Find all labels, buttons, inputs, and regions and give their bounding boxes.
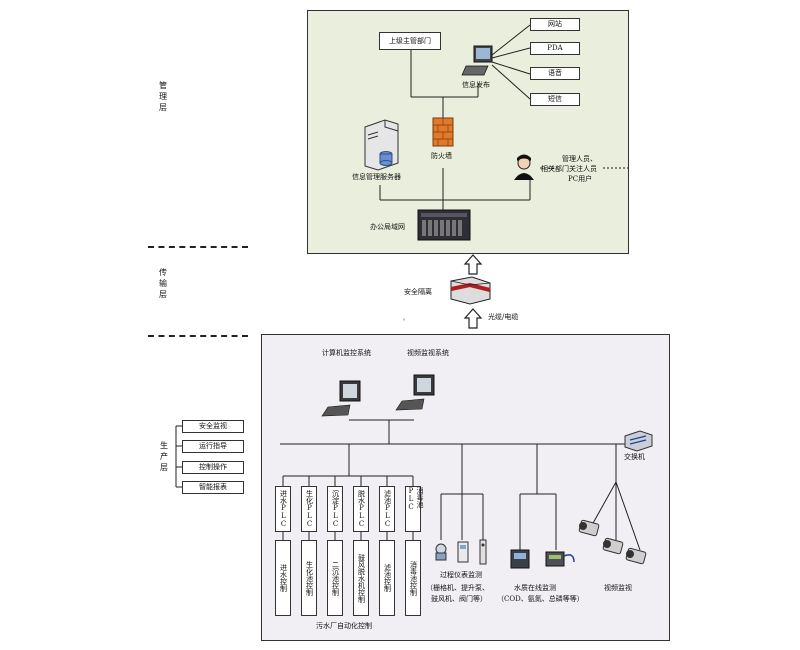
security-isolation-label: 安全隔离 bbox=[404, 288, 432, 296]
instrument-icon bbox=[435, 543, 447, 561]
computer-icon bbox=[461, 45, 493, 76]
firewall-icon bbox=[432, 117, 454, 147]
control-blower-dewatering: 鼓风脱水机控制 bbox=[353, 540, 369, 616]
connector-line bbox=[491, 64, 531, 100]
office-lan-label: 办公局域网 bbox=[370, 223, 405, 231]
switch-label: 交换机 bbox=[624, 453, 645, 461]
computer-monitoring-label: 计算机监控系统 bbox=[322, 349, 371, 357]
switch-icon bbox=[624, 430, 653, 452]
plc-dewatering: 脱水PLC bbox=[353, 486, 369, 532]
firewall-label: 防火墙 bbox=[431, 152, 452, 160]
connector-line bbox=[491, 24, 531, 56]
plc-filter: 滤池PLC bbox=[379, 486, 395, 532]
stray-mark: ' bbox=[403, 318, 405, 326]
control-inlet: 进水控制 bbox=[275, 540, 291, 616]
layer-separator bbox=[148, 246, 248, 248]
channel-pda: PDA bbox=[530, 42, 580, 55]
control-disinfection: 消毒池控制 bbox=[405, 540, 421, 616]
connector-line bbox=[491, 47, 531, 59]
analyzer-icon bbox=[510, 549, 530, 569]
plc-inlet: 进水PLC bbox=[275, 486, 291, 532]
connector-line bbox=[615, 481, 641, 551]
users-label-line3: PC用户 bbox=[568, 175, 593, 183]
control-secondary-clarifier: 二沉池控制 bbox=[327, 540, 343, 616]
layer-separator bbox=[148, 335, 248, 337]
connector-line bbox=[491, 61, 531, 75]
plc-sedimentation: 沉淀PLC bbox=[327, 486, 343, 532]
function-smart-report: 智能报表 bbox=[182, 481, 244, 494]
cable-label: 光缆/电缆 bbox=[488, 313, 519, 321]
production-layer-label: 生产层 bbox=[160, 441, 168, 472]
server-icon bbox=[364, 119, 399, 171]
control-filter: 滤池控制 bbox=[379, 540, 395, 616]
channel-voice: 语音 bbox=[530, 67, 580, 80]
function-safety-monitoring: 安全监视 bbox=[182, 420, 244, 433]
channel-sms: 短信 bbox=[530, 93, 580, 106]
water-quality-note: （COD、氨氮、总磷等等） bbox=[497, 595, 584, 603]
process-instruments-label: 过程仪表监测 bbox=[440, 571, 482, 579]
plant-automation-label: 污水厂自动化控制 bbox=[316, 622, 372, 630]
workstation-icon bbox=[321, 380, 361, 417]
camera-icon bbox=[625, 547, 647, 565]
control-biochemical-tank: 生化池控制 bbox=[301, 540, 317, 616]
video-monitoring-system-label: 视频监视系统 bbox=[407, 349, 449, 357]
info-server-label: 信息管理服务器 bbox=[352, 173, 401, 181]
users-label-line1: 管理人员、 bbox=[562, 155, 597, 163]
function-operation-guidance: 运行指导 bbox=[182, 440, 244, 453]
channel-website: 网站 bbox=[530, 18, 580, 31]
lan-switch-icon bbox=[417, 209, 471, 241]
process-instruments-note1: （栅格机、提升泵、 bbox=[426, 584, 489, 592]
process-instruments-note2: 鼓风机、阀门等） bbox=[431, 595, 487, 603]
info-publish-label: 信息发布 bbox=[462, 81, 490, 89]
up-arrow-icon bbox=[463, 254, 483, 275]
isolation-device-icon bbox=[450, 276, 491, 305]
water-quality-label: 水质在线监测 bbox=[514, 584, 556, 592]
up-arrow-icon bbox=[463, 308, 483, 329]
camera-icon bbox=[578, 519, 600, 537]
instrument-icon bbox=[479, 539, 487, 565]
function-control-operation: 控制操作 bbox=[182, 461, 244, 474]
workstation-icon bbox=[395, 374, 435, 411]
camera-icon bbox=[602, 537, 624, 555]
management-layer-label: 管理层 bbox=[159, 81, 167, 112]
plc-biochemical: 生化PLC bbox=[301, 486, 317, 532]
transmission-layer-label: 传输层 bbox=[159, 268, 167, 299]
users-label-line2: 相关部门关注人员 bbox=[541, 165, 597, 173]
instrument-icon bbox=[457, 541, 469, 563]
analyzer-icon bbox=[545, 551, 575, 567]
superior-department-box: 上级主管部门 bbox=[379, 32, 441, 50]
video-monitoring-label: 视频监视 bbox=[604, 584, 632, 592]
user-icon bbox=[514, 154, 534, 180]
plc-disinfection: 消毒池PLC bbox=[405, 486, 424, 532]
connector-line bbox=[591, 481, 617, 526]
